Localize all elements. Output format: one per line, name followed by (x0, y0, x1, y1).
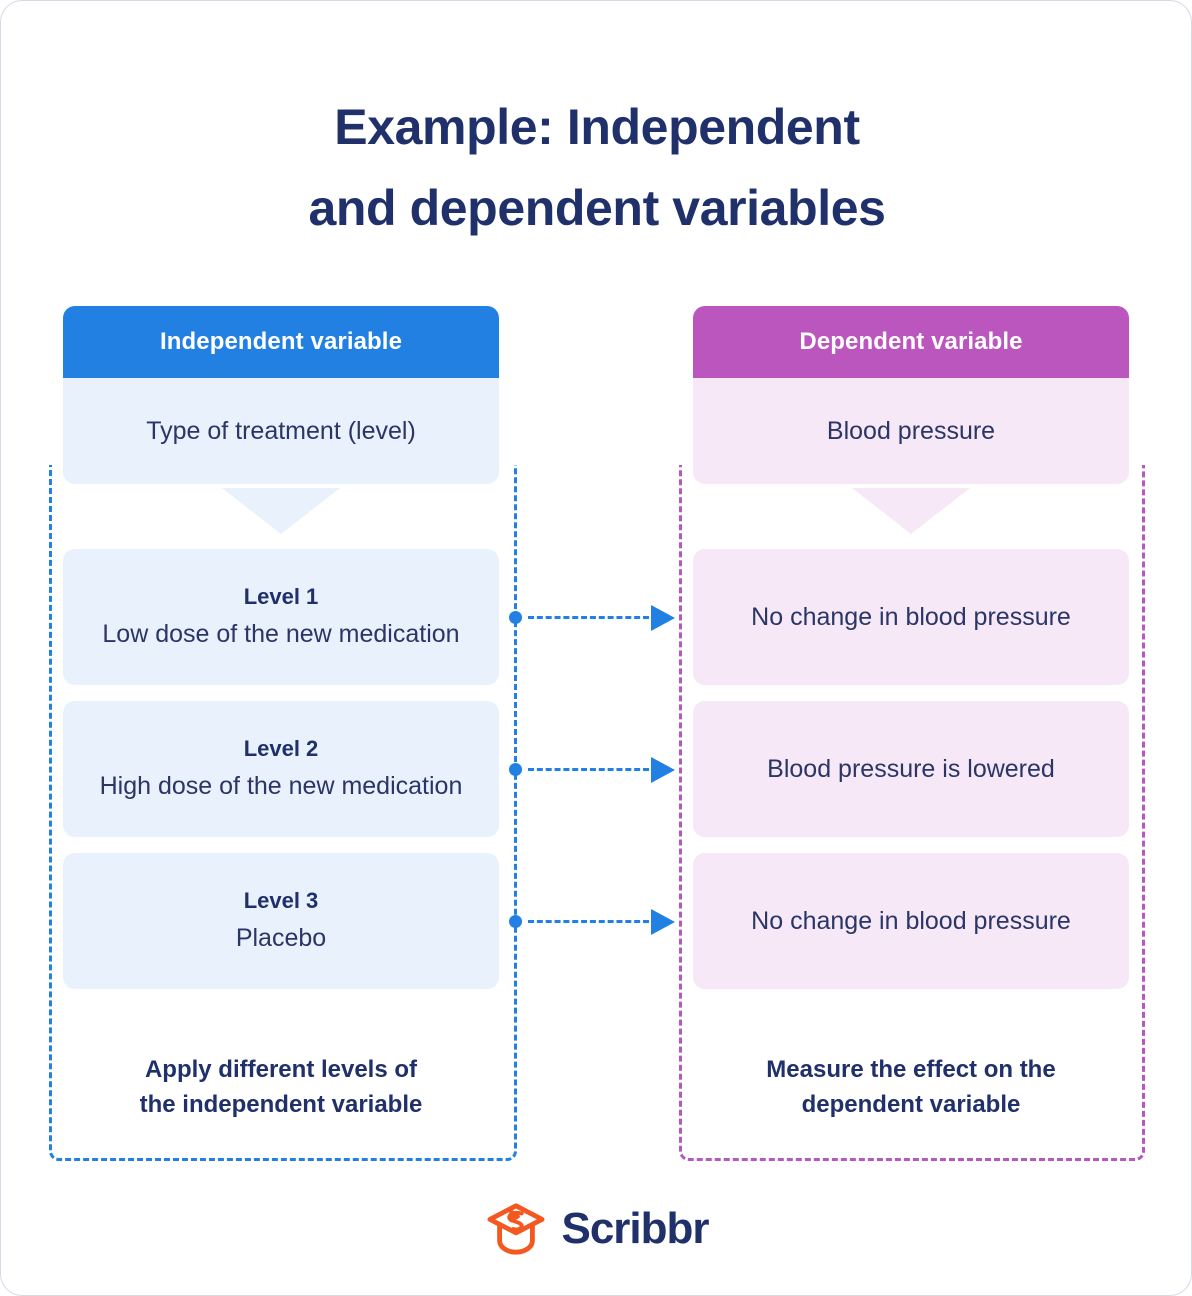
connector-1-dashed-line (528, 616, 649, 619)
page-title-line-2: and dependent variables (308, 180, 886, 236)
dependent-variable-header-card: Dependent variable Blood pressure (693, 306, 1129, 484)
independent-variable-header-value: Type of treatment (level) (63, 378, 499, 484)
independent-caption-line-2: the independent variable (139, 1090, 423, 1118)
dependent-result-1-text: No change in blood pressure (751, 602, 1071, 631)
dependent-result-3-text: No change in blood pressure (751, 906, 1071, 935)
independent-level-2-label: Level 2 (243, 735, 319, 761)
independent-level-1-label: Level 1 (243, 583, 319, 609)
connector-2-dot (509, 763, 522, 776)
independent-variable-header-label: Independent variable (63, 306, 499, 378)
scribbr-logo: Scribbr (1, 1201, 1191, 1257)
independent-variable-header-card: Independent variable Type of treatment (… (63, 306, 499, 484)
independent-caption-line-1: Apply different levels of (144, 1056, 418, 1083)
connector-2-dashed-line (528, 768, 649, 771)
dependent-result-1-box: No change in blood pressure (693, 549, 1129, 685)
independent-level-3-label: Level 3 (243, 887, 319, 913)
dependent-funnel-arrow-icon (852, 488, 970, 534)
connector-3-dashed-line (528, 920, 649, 923)
connector-level-3-to-result-3 (509, 906, 675, 936)
independent-level-3-box: Level 3 Placebo (63, 853, 499, 989)
connector-1-dot (509, 611, 522, 624)
dependent-caption-line-1: Measure the effect on the (766, 1056, 1056, 1083)
dependent-variable-header-value: Blood pressure (693, 378, 1129, 484)
graduation-cap-icon (487, 1203, 545, 1255)
connector-level-1-to-result-1 (509, 602, 675, 632)
independent-level-1-text: Low dose of the new medication (102, 620, 460, 648)
dependent-variable-header-label: Dependent variable (693, 306, 1129, 378)
independent-variable-caption: Apply different levels of the independen… (63, 1053, 499, 1123)
connector-2-arrowhead-icon (651, 757, 675, 783)
scribbr-wordmark: Scribbr (561, 1204, 709, 1253)
page-title: Example: Independent and dependent varia… (97, 87, 1097, 249)
dependent-result-2-box: Blood pressure is lowered (693, 701, 1129, 837)
dependent-result-3-box: No change in blood pressure (693, 853, 1129, 989)
independent-level-2-text: High dose of the new medication (99, 772, 463, 800)
page-title-line-1: Example: Independent (334, 99, 860, 155)
independent-level-1-box: Level 1 Low dose of the new medication (63, 549, 499, 685)
connector-3-dot (509, 915, 522, 928)
connector-level-2-to-result-2 (509, 754, 675, 784)
independent-funnel-arrow-icon (222, 488, 340, 534)
dependent-result-2-text: Blood pressure is lowered (767, 754, 1055, 783)
dependent-caption-line-2: dependent variable (801, 1090, 1021, 1118)
connector-1-arrowhead-icon (651, 605, 675, 631)
independent-level-2-box: Level 2 High dose of the new medication (63, 701, 499, 837)
dependent-variable-caption: Measure the effect on the dependent vari… (693, 1053, 1129, 1123)
independent-level-3-text: Placebo (235, 924, 327, 952)
connector-3-arrowhead-icon (651, 909, 675, 935)
